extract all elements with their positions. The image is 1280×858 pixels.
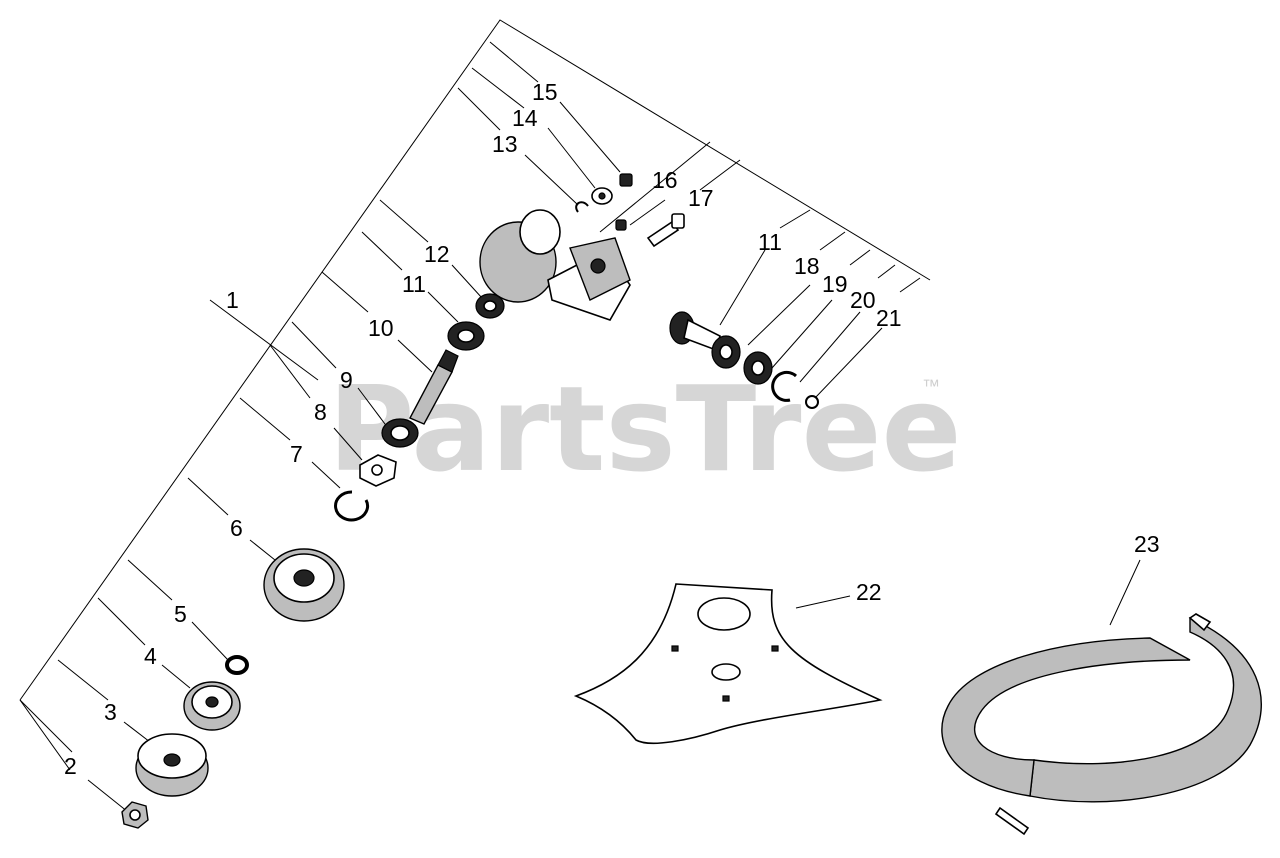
callout-1: 1: [226, 287, 239, 313]
part-bearing-18: [711, 335, 741, 369]
callout-19: 19: [822, 271, 848, 297]
part-gear: [447, 321, 485, 351]
leader-lines-right: [599, 141, 1141, 626]
part-snap-ring: [334, 490, 370, 522]
part-shaft: [409, 349, 459, 425]
callout-18: 18: [794, 253, 820, 279]
callout-7: 7: [290, 441, 303, 467]
callout-22: 22: [856, 579, 882, 605]
callout-6: 6: [230, 515, 243, 541]
part-bearing-19: [743, 351, 773, 385]
callout-13: 13: [492, 131, 518, 157]
callout-17: 17: [688, 185, 714, 211]
callout-23: 23: [1134, 531, 1160, 557]
part-bearing-12: [475, 293, 505, 319]
callout-3: 3: [104, 699, 117, 725]
callout-11-left: 11: [402, 271, 426, 297]
callout-4: 4: [144, 643, 157, 669]
callout-20: 20: [850, 287, 876, 313]
part-gear-shaft-right: [669, 311, 721, 352]
part-bearing-9: [381, 418, 419, 448]
part-cup-washer: [135, 733, 209, 797]
part-ring-21: [805, 395, 819, 409]
leader-lines: [19, 41, 621, 813]
part-washer-8: [359, 454, 397, 487]
part-clip: [575, 201, 589, 213]
part-screw-16: [615, 219, 627, 231]
part-holder: [263, 548, 345, 622]
callout-15: 15: [532, 79, 558, 105]
callout-16: 16: [652, 167, 678, 193]
callout-21: 21: [876, 305, 902, 331]
callout-9: 9: [340, 367, 353, 393]
assembly-bracket: [19, 19, 931, 771]
part-washer: [183, 681, 241, 731]
callout-10: 10: [368, 315, 394, 341]
part-snap-ring-20: [771, 370, 798, 402]
part-blade: [573, 583, 883, 745]
part-nut: [121, 801, 149, 829]
part-small-ring: [225, 655, 249, 675]
callout-2: 2: [64, 753, 77, 779]
part-guard: [941, 613, 1262, 836]
callout-8: 8: [314, 399, 327, 425]
callout-12: 12: [424, 241, 450, 267]
part-bolt: [646, 213, 685, 248]
callout-5: 5: [174, 601, 187, 627]
callout-labels: 2 3 4 5 6 7 8 9 10 11 12 1 13 14 15 16 1…: [64, 79, 1160, 779]
callout-11-right: 11: [758, 229, 782, 255]
part-washer-14: [591, 187, 613, 205]
part-gear-case: [479, 209, 631, 321]
callout-14: 14: [512, 105, 538, 131]
watermark-text: PartsTree: [328, 360, 962, 498]
part-screw-15: [619, 173, 633, 187]
watermark-trademark: ™: [922, 376, 940, 396]
